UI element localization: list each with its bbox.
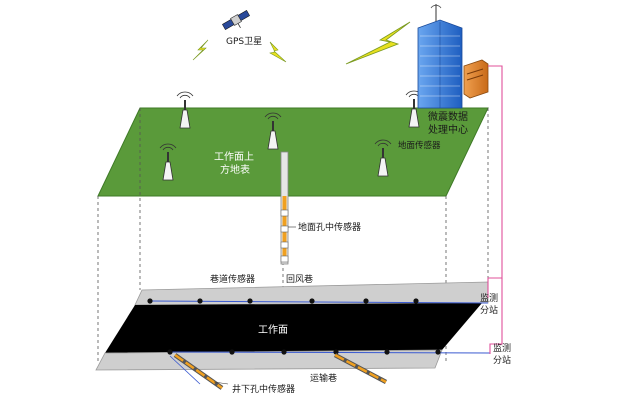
roadway-sensor-node	[167, 349, 173, 355]
server-icon	[463, 59, 489, 99]
label-leader-lines	[213, 226, 296, 385]
lightning-icon	[269, 41, 287, 63]
roadway-sensor-node	[384, 349, 390, 355]
lightning-icon	[192, 39, 209, 61]
roadway-sensors-bottom	[167, 349, 441, 355]
data-center-label-line2: 处理中心	[428, 123, 468, 136]
surface-label-line2: 方地表	[220, 163, 250, 176]
roadway-sensor-node	[333, 349, 339, 355]
underground-borehole-sensors	[169, 353, 388, 390]
antenna-sensor-icon	[176, 91, 194, 129]
gps-satellite-label: GPS卫星	[226, 36, 262, 47]
data-center-label-line1: 微震数据	[428, 110, 468, 123]
satellite-icon	[222, 10, 250, 30]
monitor-station-1-line1: 监测	[480, 292, 498, 304]
surface-borehole-sensor	[280, 151, 289, 265]
roadway-sensor-cable-top	[149, 300, 489, 304]
underground-borehole-sensor-label: 井下孔中传感器	[232, 383, 295, 395]
monitor-station-1-line2: 分站	[480, 304, 498, 316]
working-face-block	[105, 303, 482, 353]
surface-borehole-sensor-label: 地面孔中传感器	[298, 221, 361, 233]
working-face-label: 工作面	[258, 324, 288, 336]
surface-label-line1: 工作面上	[214, 151, 254, 163]
roadway-sensor-node	[363, 298, 369, 304]
monitor-station-2-line2: 分站	[493, 354, 511, 366]
communication-cable	[487, 65, 503, 354]
roadway-sensor-label: 巷道传感器	[210, 273, 255, 285]
lightning-icon	[345, 21, 411, 65]
transport-roadway-label: 运输巷	[310, 372, 337, 384]
roadway-sensor-node	[197, 298, 203, 304]
antenna-sensor-icon	[374, 139, 392, 177]
roadway-sensor-node	[435, 349, 441, 355]
roadway-sensor-node	[309, 298, 315, 304]
antenna-sensor-icon	[159, 143, 177, 181]
roadway-sensor-node	[229, 349, 235, 355]
building-icon	[417, 4, 463, 109]
antenna-sensor-icon	[264, 112, 282, 150]
roadway-sensor-node	[281, 349, 287, 355]
ground-sensor-label: 地面传感器	[398, 140, 441, 151]
return-airway-label: 回风巷	[286, 274, 313, 285]
roadway-sensor-node	[247, 298, 253, 304]
roadway-sensors-top	[147, 298, 419, 304]
monitor-station-2-line1: 监测	[493, 342, 511, 354]
roadway-sensor-node	[413, 298, 419, 304]
roadway-sensor-node	[147, 298, 153, 304]
